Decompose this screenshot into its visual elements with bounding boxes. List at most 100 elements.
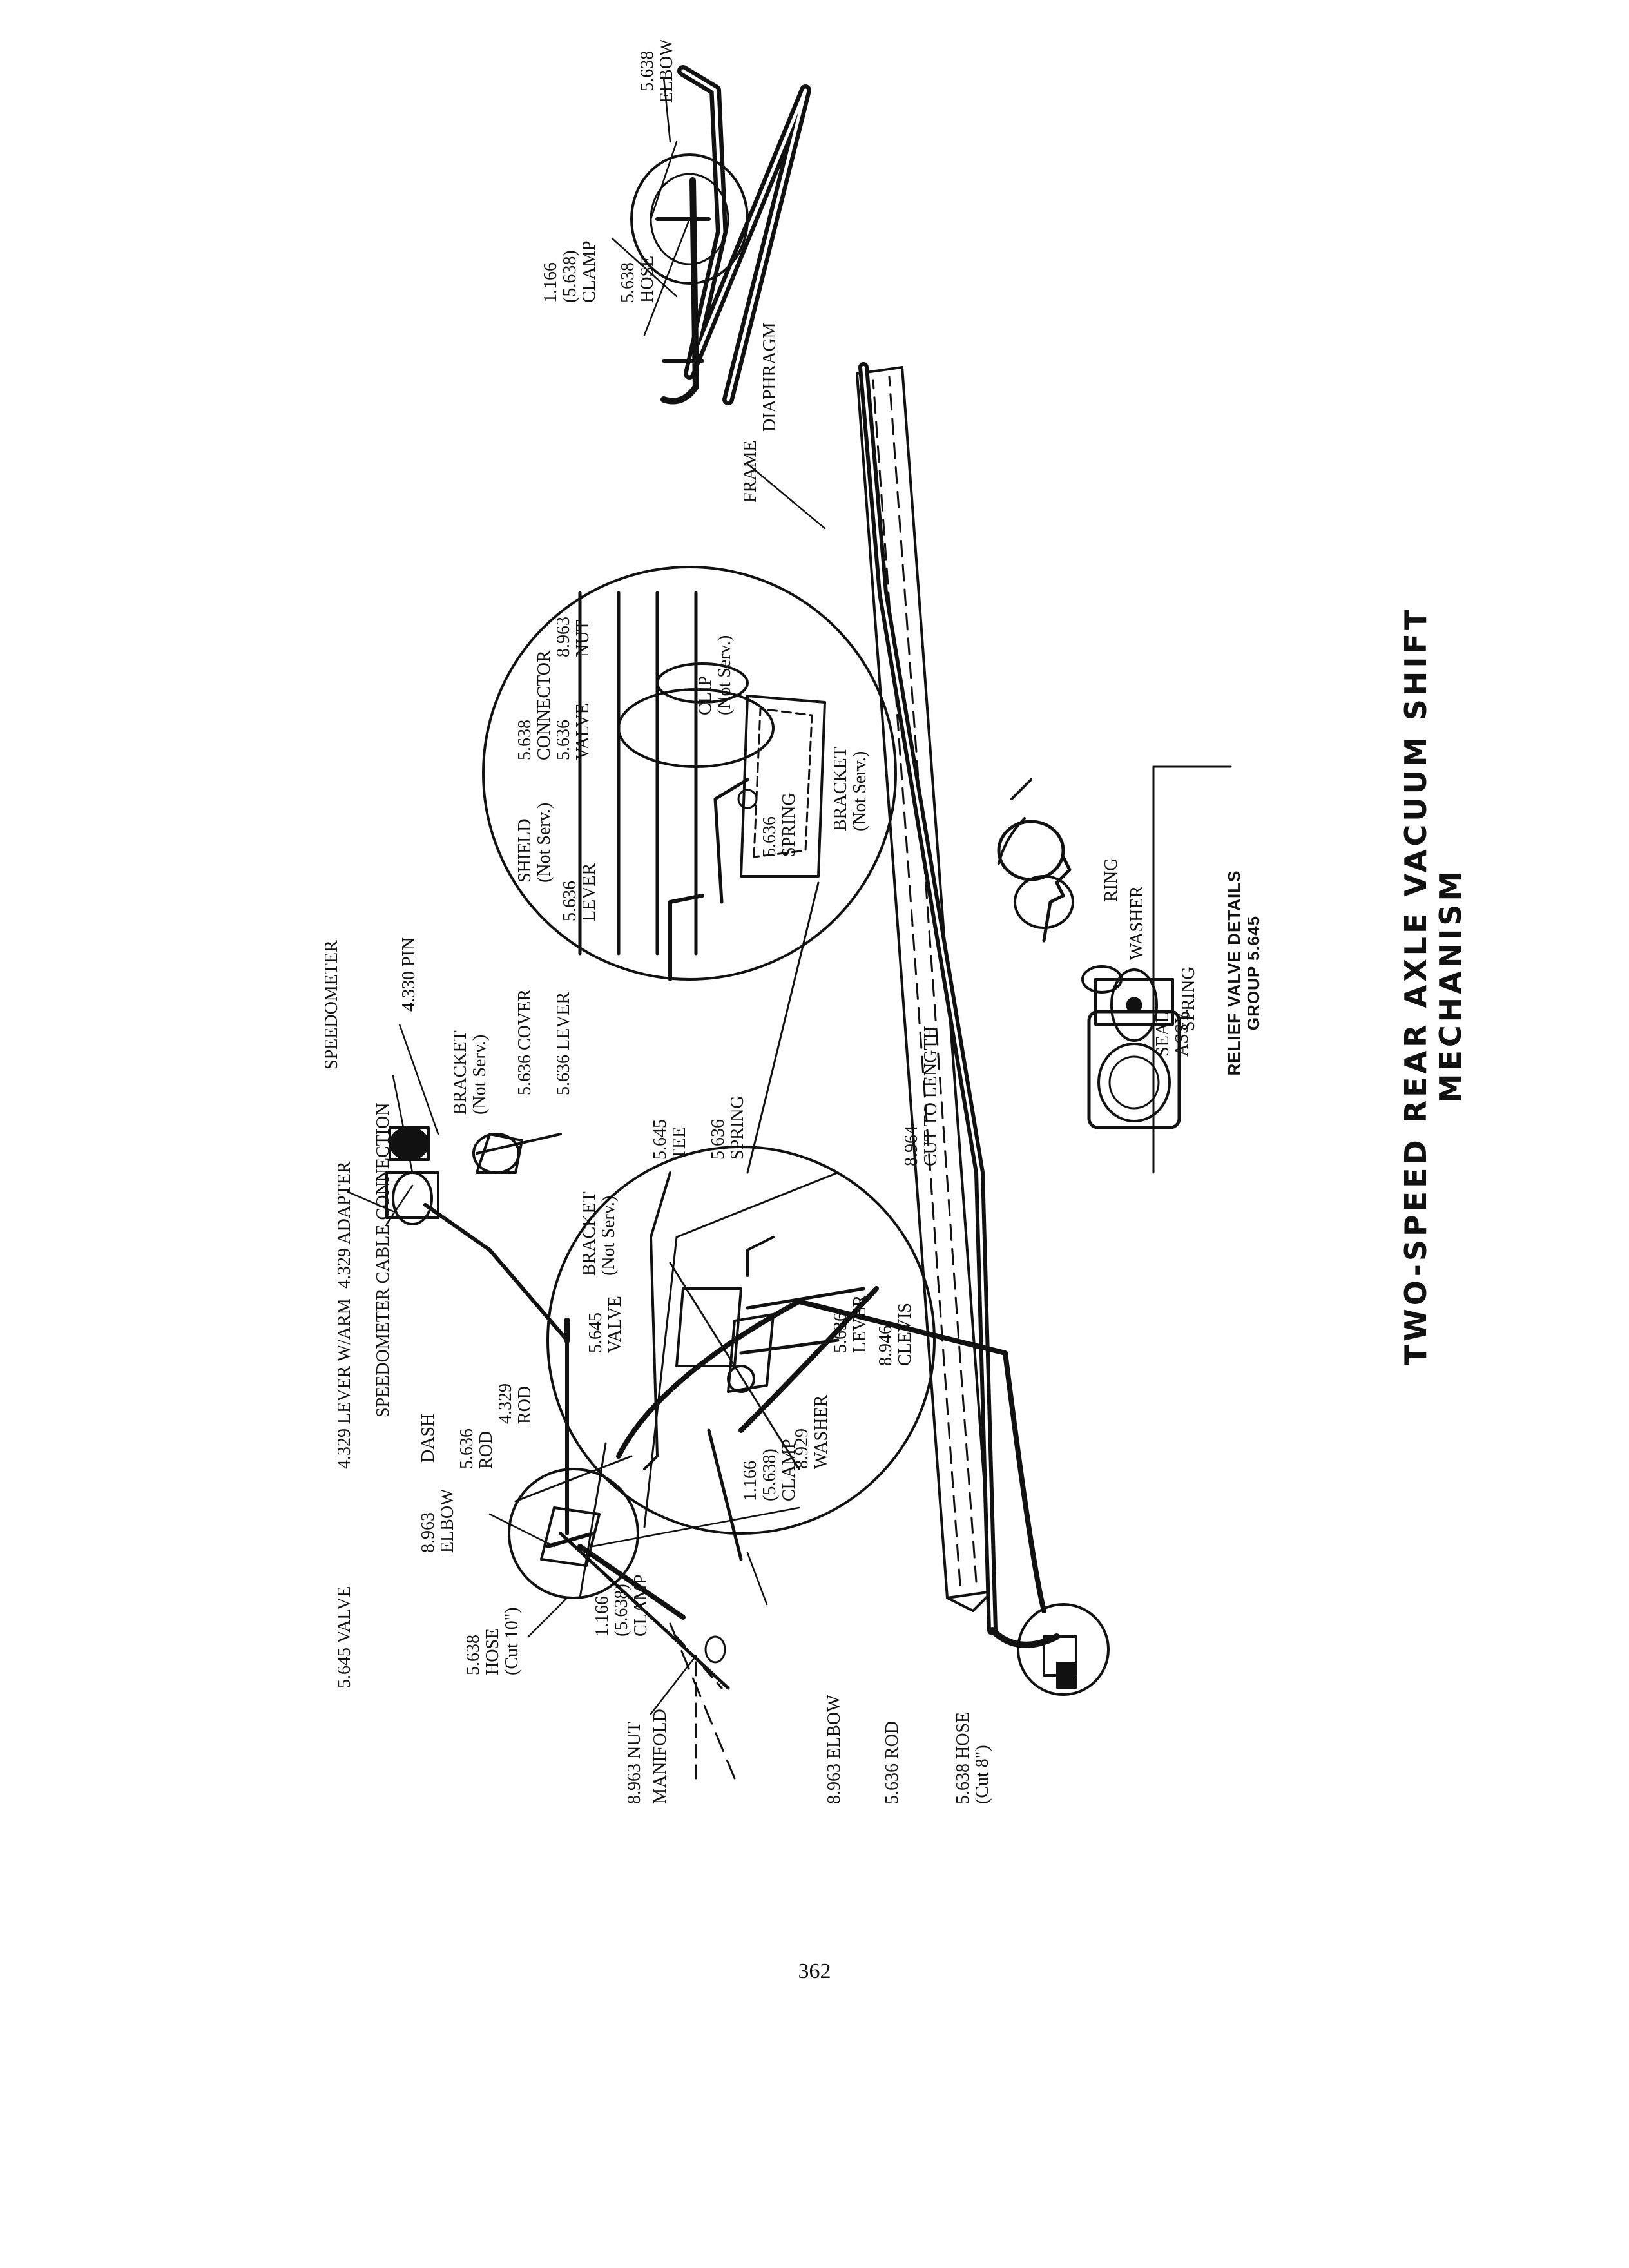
label-bracket-lower: BRACKET (Not Serv.) bbox=[579, 1191, 619, 1276]
label-speedometer: SPEEDOMETER bbox=[322, 940, 342, 1070]
label-line: 5.638 bbox=[515, 720, 535, 760]
label-line: BRACKET bbox=[450, 1030, 470, 1115]
label-rod-5636-a: 5.636 ROD bbox=[457, 1428, 496, 1469]
label-line: (Not Serv.) bbox=[715, 635, 735, 715]
vacuum-line-main bbox=[858, 362, 1060, 1648]
label-valve-5645: 5.645 VALVE bbox=[334, 1586, 354, 1688]
label-line: VALVE bbox=[573, 703, 593, 760]
label-line: 8.963 bbox=[418, 1512, 438, 1553]
label-line: 5.636 bbox=[554, 720, 574, 760]
label-line: CLAMP bbox=[631, 1574, 651, 1637]
label-washer: WASHER bbox=[1127, 885, 1147, 960]
label-line: 5.638 bbox=[463, 1635, 483, 1675]
label-line: 5.638 HOSE bbox=[953, 1711, 973, 1804]
label-tee-5645: 5.645 TEE bbox=[650, 1119, 689, 1160]
label-rod-5636-low: 5.636 ROD bbox=[882, 1720, 902, 1804]
label-rod-4329: 4.329 ROD bbox=[496, 1383, 535, 1424]
label-line: 8.946 bbox=[876, 1325, 896, 1366]
relief-title-line2: GROUP 5.645 bbox=[1244, 915, 1263, 1031]
label-line: (Not Serv.) bbox=[599, 1195, 619, 1276]
label-valve-5645-lower: 5.645 VALVE bbox=[586, 1296, 625, 1353]
label-line: (Not Serv.) bbox=[470, 1034, 490, 1115]
label-line: SHIELD bbox=[515, 818, 535, 883]
label-line: (Not Serv.) bbox=[850, 751, 870, 831]
label-manifold: MANIFOLD bbox=[650, 1709, 670, 1804]
label-diaphragm: DIAPHRAGM bbox=[760, 322, 780, 432]
label-dash: DASH bbox=[418, 1413, 438, 1463]
label-hose-cut10: 5.638 HOSE (Cut 10") bbox=[463, 1607, 522, 1675]
connector-detail-circle bbox=[482, 566, 897, 981]
label-line: (5.638) bbox=[612, 1584, 631, 1637]
label-speedo-cable: SPEEDOMETER CABLE CONNECTION bbox=[373, 1102, 393, 1418]
label-line: (Not Serv.) bbox=[534, 802, 554, 883]
label-line: 5.638 bbox=[637, 50, 657, 91]
label-clamp-1166-top: 1.166 (5.638) CLAMP bbox=[541, 241, 599, 303]
label-hose-5638-top: 5.638 HOSE bbox=[618, 255, 657, 303]
relief-title-line1: RELIEF VALVE DETAILS bbox=[1224, 870, 1244, 1076]
label-line: 5.645 bbox=[586, 1312, 606, 1353]
label-line: NUT bbox=[573, 620, 593, 657]
label-line: HOSE bbox=[637, 255, 657, 303]
page-number: 362 bbox=[798, 1959, 831, 1983]
label-frame: FRAME bbox=[740, 440, 760, 503]
label-hose-cut8: 5.638 HOSE (Cut 8") bbox=[953, 1711, 992, 1804]
label-line: CLIP bbox=[695, 676, 715, 715]
label-line: 1.166 bbox=[740, 1461, 760, 1501]
label-line: CLEVIS bbox=[895, 1303, 915, 1366]
cover-bracket bbox=[472, 1133, 562, 1174]
label-lever-top: 5.636 LEVER bbox=[554, 992, 574, 1095]
label-line: CLAMP bbox=[779, 1439, 799, 1501]
label-line: (Cut 10") bbox=[502, 1607, 522, 1675]
label-clamp-1166-right: 1.166 (5.638) CLAMP bbox=[740, 1439, 799, 1501]
upper-callout-line bbox=[746, 881, 820, 1174]
label-line: LEVER bbox=[579, 863, 599, 921]
label-clevis-8946: 8.946 CLEVIS bbox=[876, 1303, 915, 1366]
label-line: 1.166 bbox=[541, 262, 561, 303]
label-line: (5.638) bbox=[760, 1448, 780, 1501]
lower-callout-line bbox=[669, 1262, 800, 1470]
label-line: 5.636 bbox=[760, 816, 780, 857]
label-line: 5.636 bbox=[831, 1312, 851, 1353]
label-clip: CLIP (Not Serv.) bbox=[695, 635, 735, 715]
label-bracket-circle: BRACKET (Not Serv.) bbox=[831, 747, 870, 831]
vacuum-line-upper bbox=[677, 65, 811, 405]
label-cut-to-length: 8.964 CUT TO LENGTH bbox=[901, 1026, 941, 1166]
label-line: CUT TO LENGTH bbox=[921, 1026, 941, 1166]
label-shield: SHIELD (Not Serv.) bbox=[515, 802, 554, 883]
diagram-title: TWO-SPEED REAR AXLE VACUUM SHIFT MECHANI… bbox=[1398, 606, 1468, 1365]
dash-plate bbox=[514, 1455, 633, 1503]
label-line: LEVER bbox=[850, 1294, 870, 1353]
callout-lines bbox=[347, 76, 826, 1715]
label-elbow-8963-low: 8.963 ELBOW bbox=[824, 1695, 844, 1804]
label-line: ASSY. bbox=[1172, 1008, 1192, 1057]
label-spring-5636-circle: 5.636 SPRING bbox=[760, 793, 799, 857]
relief-valve-title: RELIEF VALVE DETAILS GROUP 5.645 bbox=[1224, 838, 1263, 1108]
label-line: VALVE bbox=[605, 1296, 625, 1353]
label-line: ELBOW bbox=[657, 39, 677, 103]
label-elbow-8963: 8.963 ELBOW bbox=[418, 1488, 458, 1553]
label-cover: 5.636 COVER bbox=[515, 989, 535, 1095]
label-nut-8963-low: 8.963 NUT bbox=[624, 1722, 644, 1804]
label-line: HOSE bbox=[483, 1628, 503, 1675]
label-lever-5636-lower: 5.636 LEVER bbox=[831, 1295, 870, 1353]
label-clamp-1166-mid: 1.166 (5.638) CLAMP bbox=[592, 1574, 651, 1637]
label-line: WASHER bbox=[811, 1394, 831, 1469]
label-connector-5638: 5.638 CONNECTOR bbox=[515, 650, 554, 760]
label-line: (Cut 8") bbox=[972, 1745, 992, 1804]
label-line: BRACKET bbox=[831, 747, 851, 831]
label-line: SPRING bbox=[779, 793, 799, 857]
frame-rail bbox=[856, 366, 994, 1612]
label-elbow-5638: 5.638 ELBOW bbox=[637, 39, 677, 103]
label-line: ROD bbox=[476, 1430, 496, 1469]
label-line: CONNECTOR bbox=[534, 650, 554, 760]
speedometer-linkage bbox=[385, 1126, 570, 1535]
label-valve-5636: 5.636 VALVE bbox=[554, 703, 593, 760]
label-pin: 4.330 PIN bbox=[399, 937, 419, 1012]
label-line: CLAMP bbox=[579, 240, 599, 303]
label-line: 5.638 bbox=[618, 262, 638, 303]
manifold-rod bbox=[559, 1532, 736, 1780]
label-line: 5.645 bbox=[650, 1119, 670, 1160]
label-line: ROD bbox=[515, 1385, 535, 1424]
